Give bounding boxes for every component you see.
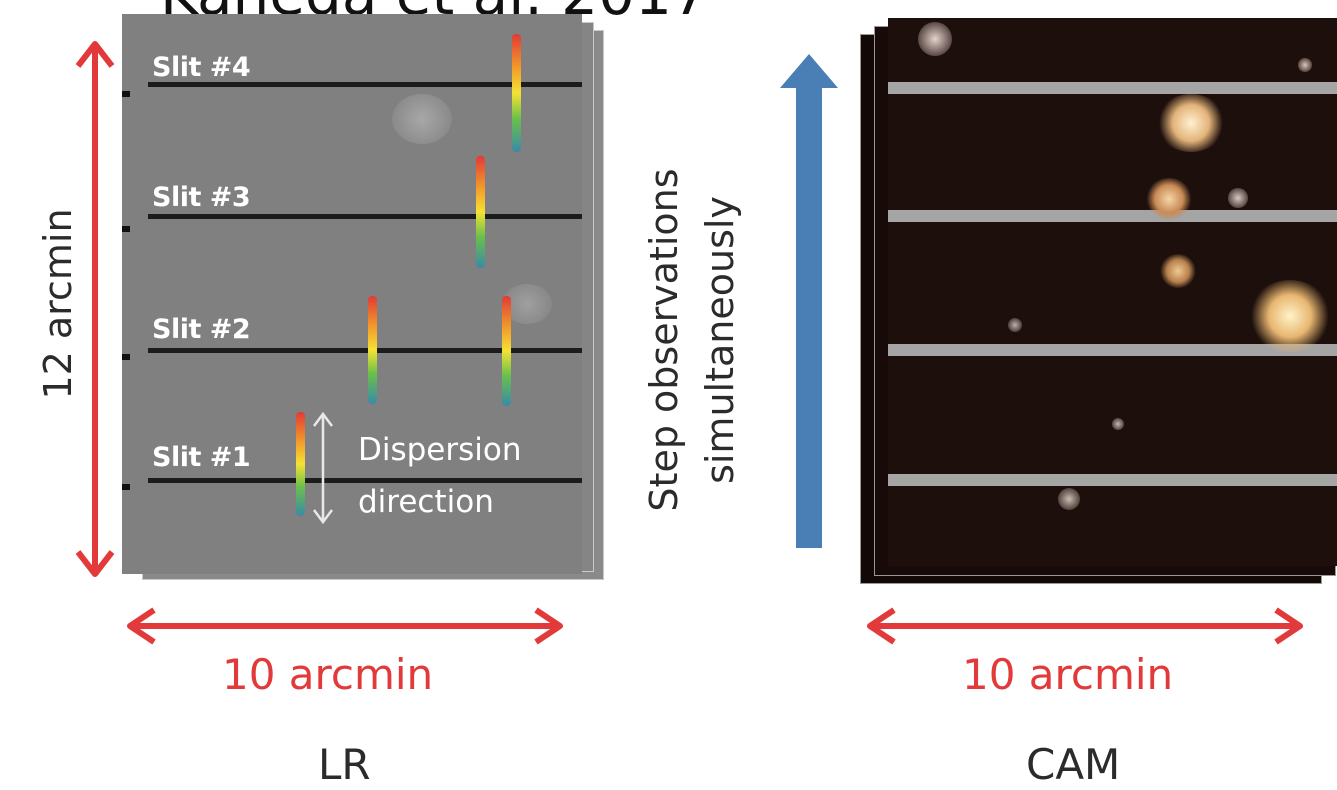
spectrum <box>512 34 521 152</box>
star <box>1008 318 1022 332</box>
slit-tick <box>122 354 130 360</box>
cam-slit-band <box>888 82 1337 94</box>
galaxy <box>918 22 952 56</box>
step-observations-text: Step observations simultaneously <box>636 100 748 580</box>
galaxy <box>1156 94 1226 152</box>
spectrum <box>368 296 377 404</box>
slit-bar <box>148 348 582 353</box>
lr-width-arrow <box>127 607 563 645</box>
slit-label: Slit #3 <box>152 182 251 213</box>
star <box>1112 418 1124 430</box>
lr-width-label: 10 arcmin <box>222 650 434 699</box>
slit-label: Slit #1 <box>152 442 251 473</box>
slit-bar <box>148 214 582 219</box>
slit-tick <box>122 226 130 232</box>
cam-width-arrow <box>867 607 1303 645</box>
galaxy <box>1160 254 1196 288</box>
slit-label: Slit #4 <box>152 52 251 83</box>
cam-width-label: 10 arcmin <box>962 650 1174 699</box>
step-line-1: Step observations <box>642 168 686 512</box>
cam-slit-band <box>888 210 1337 222</box>
dispersion-label: Dispersion <box>358 432 522 468</box>
faint-galaxy <box>392 94 452 144</box>
slit-tick <box>122 484 130 490</box>
cam-slit-band <box>888 474 1337 486</box>
height-label: 12 arcmin <box>36 208 80 400</box>
slit-label: Slit #2 <box>152 314 251 345</box>
star <box>1228 188 1248 208</box>
star <box>1058 488 1080 510</box>
step-line-2: simultaneously <box>698 196 742 484</box>
dispersion-arrow <box>313 411 333 525</box>
slit-tick <box>122 91 130 97</box>
lr-panel: Slit #4 Slit #3 Slit #2 Slit #1 Dispersi… <box>122 14 607 584</box>
cam-caption: CAM <box>1026 740 1121 789</box>
cam-front-layer <box>888 18 1337 566</box>
dispersion-label: direction <box>358 484 494 520</box>
cam-panel <box>860 18 1337 584</box>
slit-bar <box>148 82 582 87</box>
step-up-arrow <box>780 54 838 548</box>
lr-front-layer: Slit #4 Slit #3 Slit #2 Slit #1 Dispersi… <box>122 14 582 574</box>
lr-caption: LR <box>318 740 371 789</box>
galaxy <box>1146 178 1192 220</box>
spectrum <box>476 156 485 268</box>
slit-bar <box>148 478 582 483</box>
spectrum <box>502 296 511 406</box>
cam-slit-band <box>888 344 1337 356</box>
star <box>1298 58 1312 72</box>
galaxy <box>1248 280 1332 352</box>
height-arrow <box>75 41 115 577</box>
spectrum <box>296 412 305 516</box>
